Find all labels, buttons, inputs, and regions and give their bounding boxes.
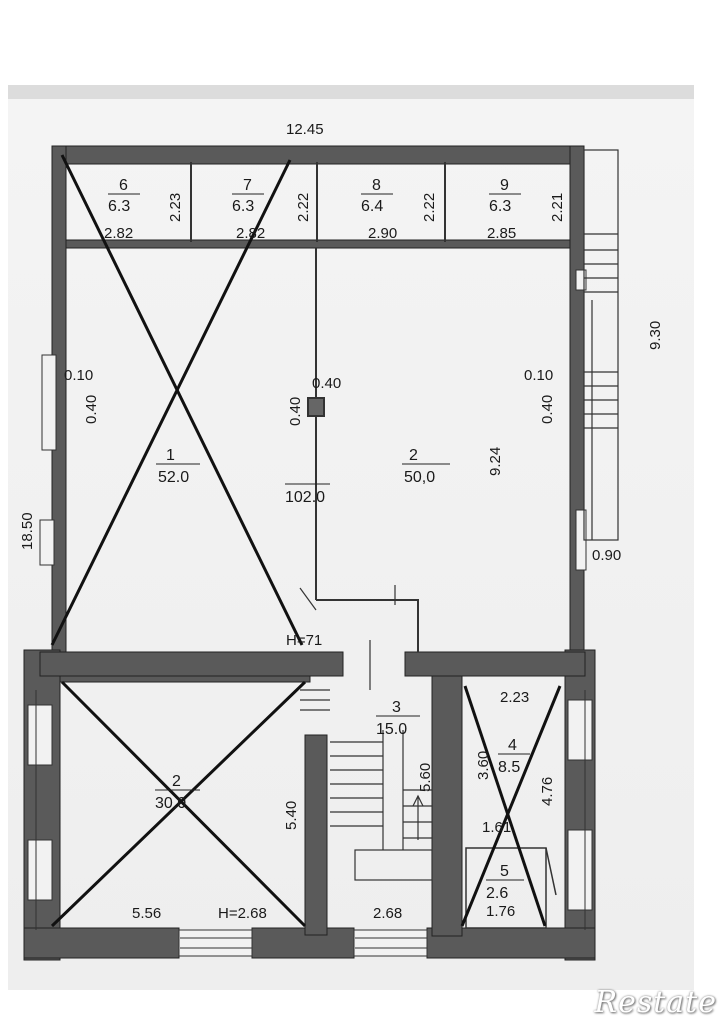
wall-bottom-1 (23, 927, 180, 959)
wall-top (51, 145, 584, 165)
room4-width: 2.23 (500, 689, 529, 706)
stair-area: 15.0 (376, 721, 407, 738)
wall-middle-left (39, 651, 344, 677)
column (307, 397, 325, 417)
room5-depth: 1.61 (482, 819, 511, 836)
window-bottom-1 (178, 929, 253, 957)
wall-stair-right (431, 675, 463, 937)
room5-area: 2.6 (486, 885, 508, 902)
pier-mid-b: 0.40 (312, 375, 341, 392)
stair-width: 2.68 (373, 905, 402, 922)
room9-width: 2.85 (487, 225, 516, 242)
room7-area: 6.3 (232, 198, 254, 215)
lower-left-area: 30.0 (155, 795, 186, 812)
wall-left-room-top (59, 675, 311, 683)
room7-height: 2.22 (295, 193, 312, 222)
wall-bottom-2 (251, 927, 355, 959)
scan-edge-shadow (8, 85, 694, 99)
pier-left-b: 0.40 (83, 395, 100, 424)
wall-stair-left (304, 734, 328, 936)
room2-area: 50,0 (404, 469, 435, 486)
room1-num: 1 (166, 447, 175, 464)
lower-left-width: 5.56 (132, 905, 161, 922)
overall-width: 12.45 (286, 121, 324, 138)
wall-right-upper (569, 145, 585, 652)
room8-height: 2.22 (421, 193, 438, 222)
cross-outs (50, 154, 562, 928)
lower-left-num: 2 (172, 773, 181, 790)
window-left-3 (27, 704, 53, 766)
room7-num: 7 (243, 177, 252, 194)
window-left-4 (27, 839, 53, 901)
window-right-3 (567, 699, 593, 761)
window-bottom-2 (353, 929, 428, 957)
window-right-4 (567, 829, 593, 911)
hall-depth: 9.24 (487, 447, 504, 476)
room6-num: 6 (119, 177, 128, 194)
window-right-1 (575, 269, 587, 291)
stair-depth: 0.90 (592, 547, 621, 564)
room1-area: 52.0 (158, 469, 189, 486)
hall-partition (307, 248, 419, 652)
pier-right-b: 0.40 (539, 395, 556, 424)
stair-depth-label: 5.60 (417, 763, 434, 792)
upper-partitions (190, 162, 446, 242)
room6-area: 6.3 (108, 198, 130, 215)
wall-left-lower (23, 649, 61, 961)
window-left-1 (41, 354, 57, 451)
stair-num: 3 (392, 699, 401, 716)
windows (27, 269, 593, 957)
stair-total: 9.30 (647, 321, 664, 350)
room5-box (465, 847, 557, 929)
watermark-logo: Restate (594, 985, 717, 1020)
interior-stair (330, 730, 433, 881)
exterior-stair (583, 149, 619, 541)
dimensions: 12.45 18.50 9.30 0.90 6 6.3 2.23 2.82 7 … (19, 121, 664, 922)
lower-left-height-mark: H=2.68 (218, 905, 267, 922)
wall-right-lower (564, 649, 596, 961)
wall-middle-right (404, 651, 586, 677)
pier-right-a: 0.10 (524, 367, 553, 384)
room2-num: 2 (409, 447, 418, 464)
door-marks (299, 585, 396, 711)
room6-height: 2.23 (167, 193, 184, 222)
room9-num: 9 (500, 177, 509, 194)
room4-depth: 3.60 (475, 751, 492, 780)
pier-left-a: 0.10 (64, 367, 93, 384)
room7-width: 2.82 (236, 225, 265, 242)
room4-area: 8.5 (498, 759, 520, 776)
room8-num: 8 (372, 177, 381, 194)
room5-num: 5 (500, 863, 509, 880)
hall-total: 102.0 (285, 489, 325, 506)
room4-num: 4 (508, 737, 517, 754)
room8-area: 6.4 (361, 198, 383, 215)
room6-width: 2.82 (104, 225, 133, 242)
room8-width: 2.90 (368, 225, 397, 242)
pier-mid-a: 0.40 (287, 397, 304, 426)
room4-outer: 4.76 (539, 777, 556, 806)
hall-height-mark: H=71 (286, 632, 322, 649)
room9-height: 2.21 (549, 193, 566, 222)
room5-width: 1.76 (486, 903, 515, 920)
window-left-2 (39, 519, 55, 566)
overall-height: 18.50 (19, 512, 36, 550)
lower-left-depth: 5.40 (283, 801, 300, 830)
room9-area: 6.3 (489, 198, 511, 215)
wall-double-lines (35, 690, 586, 949)
